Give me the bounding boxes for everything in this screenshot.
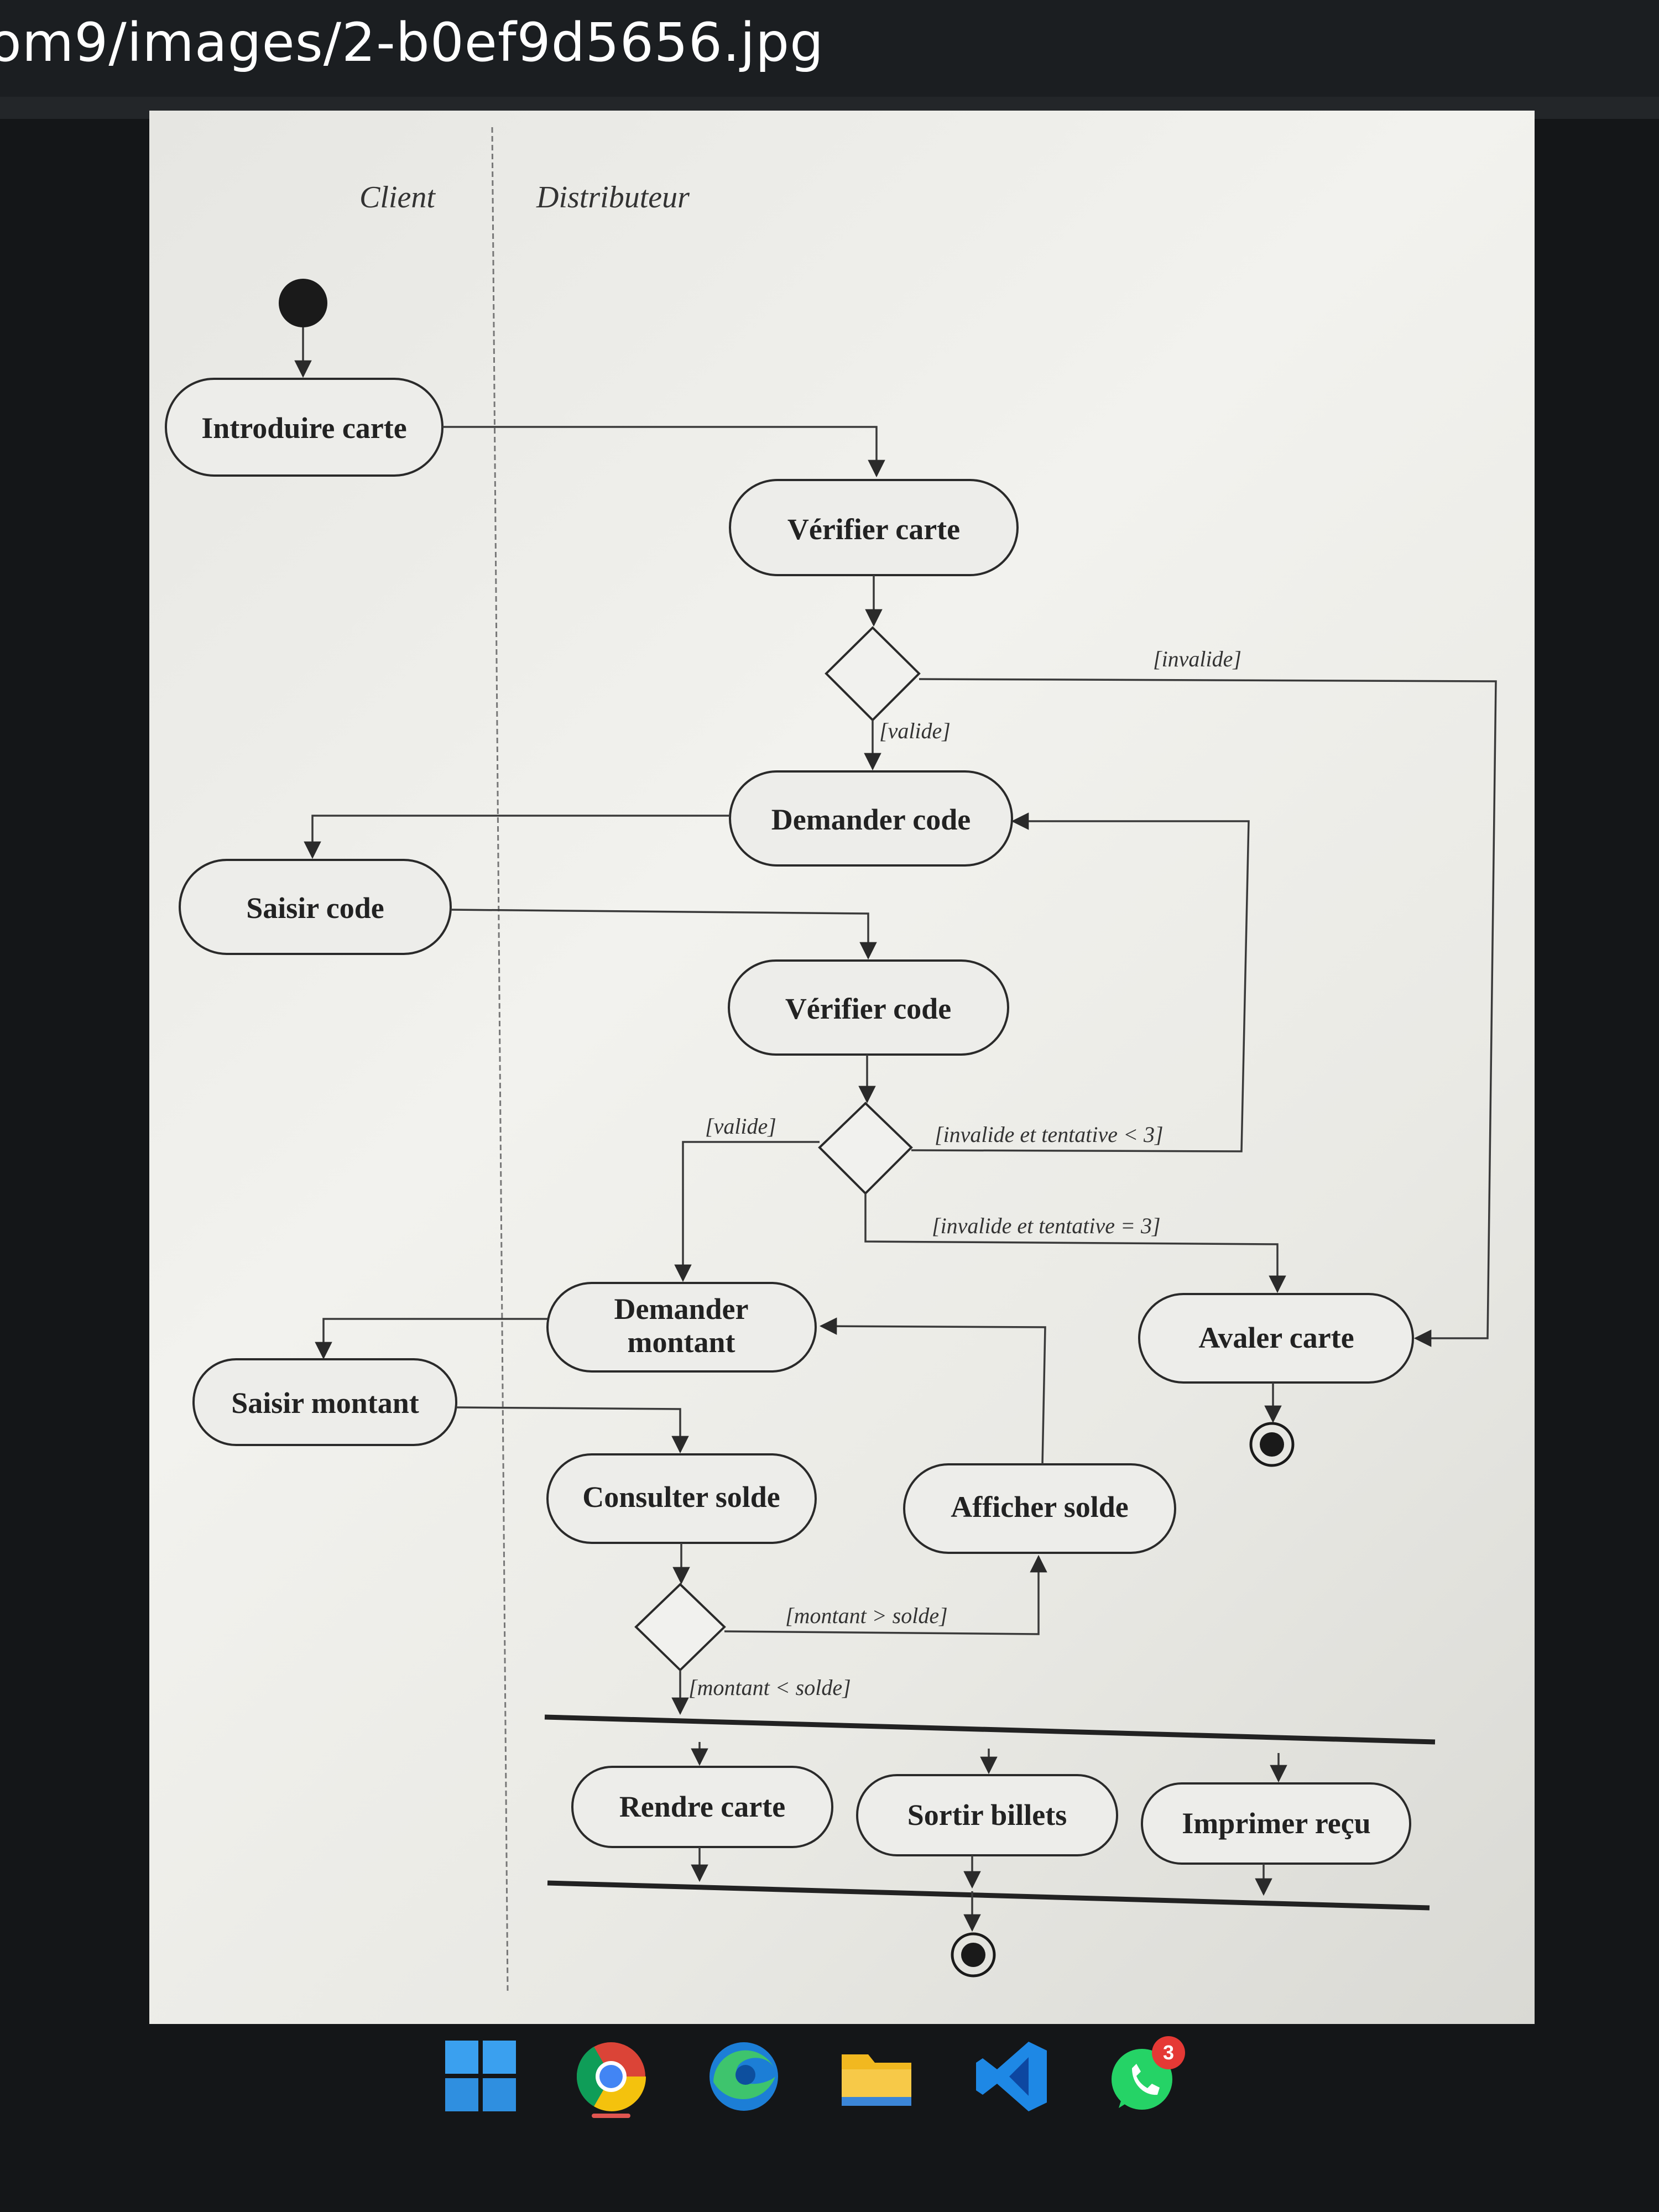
activity-label: Demander bbox=[614, 1292, 749, 1326]
activity-rendre-carte bbox=[571, 1766, 833, 1848]
image-path-text: om9/images/2-b0ef9d5656.jpg bbox=[0, 12, 825, 74]
final-node bbox=[1249, 1422, 1295, 1467]
file-explorer-icon[interactable] bbox=[835, 2035, 918, 2118]
initial-node bbox=[279, 279, 327, 327]
swimlane-divider bbox=[491, 127, 509, 1991]
notification-badge bbox=[1152, 2036, 1185, 2069]
guard-montant-gt-solde: [montant > solde] bbox=[785, 1603, 948, 1628]
windows-taskbar bbox=[0, 2024, 1659, 2212]
activity-label: montant bbox=[627, 1326, 735, 1359]
activity-label: Rendre carte bbox=[619, 1790, 785, 1823]
activity-label: Vérifier carte bbox=[787, 513, 960, 546]
activity-avaler-carte bbox=[1138, 1293, 1414, 1384]
activity-label: Introduire carte bbox=[201, 411, 406, 445]
guard-montant-lt-solde: [montant < solde] bbox=[688, 1675, 851, 1700]
activity-label: Saisir code bbox=[246, 891, 384, 925]
guard-carte-invalide: [invalide] bbox=[1153, 646, 1241, 671]
decision-carte bbox=[825, 626, 921, 722]
guard-code-valide: [valide] bbox=[705, 1114, 776, 1139]
join-bar bbox=[547, 1880, 1430, 1911]
lane-title-client: Client bbox=[359, 180, 436, 215]
final-node bbox=[951, 1932, 996, 1978]
activity-label: Afficher solde bbox=[951, 1490, 1128, 1524]
guard-carte-valide: [valide] bbox=[879, 718, 951, 743]
activity-imprimer-recu bbox=[1141, 1782, 1411, 1865]
activity-label: Saisir montant bbox=[231, 1386, 419, 1420]
fork-bar bbox=[544, 1714, 1436, 1745]
activity-label: Sortir billets bbox=[907, 1798, 1067, 1832]
decision-montant bbox=[634, 1583, 726, 1672]
lane-title-distributeur: Distributeur bbox=[536, 180, 690, 215]
activity-afficher-solde bbox=[903, 1463, 1176, 1554]
chrome-icon[interactable] bbox=[570, 2035, 653, 2118]
activity-saisir-code bbox=[179, 859, 452, 955]
activity-sortir-billets bbox=[856, 1774, 1118, 1856]
guard-code-invalide-eq3: [invalide et tentative = 3] bbox=[932, 1213, 1161, 1238]
whatsapp-icon[interactable]: 3 bbox=[1103, 2035, 1186, 2118]
image-viewer-title-bar bbox=[0, 0, 1659, 97]
edge-icon[interactable] bbox=[702, 2035, 785, 2118]
activity-label: Demander code bbox=[771, 803, 971, 836]
activity-label: Vérifier code bbox=[785, 992, 951, 1025]
activity-label: Avaler carte bbox=[1198, 1321, 1354, 1354]
activity-verifier-code bbox=[728, 959, 1009, 1056]
notification-count: 3 bbox=[1163, 2041, 1174, 2064]
activity-label: Imprimer reçu bbox=[1182, 1807, 1370, 1840]
activity-label: Consulter solde bbox=[582, 1480, 780, 1514]
activity-demander-montant bbox=[546, 1282, 817, 1373]
vscode-icon[interactable] bbox=[971, 2035, 1053, 2118]
activity-saisir-montant bbox=[192, 1358, 457, 1446]
guard-code-invalide-lt3: [invalide et tentative < 3] bbox=[935, 1122, 1164, 1147]
decision-code bbox=[818, 1102, 913, 1195]
windows-start-icon[interactable] bbox=[440, 2035, 523, 2118]
